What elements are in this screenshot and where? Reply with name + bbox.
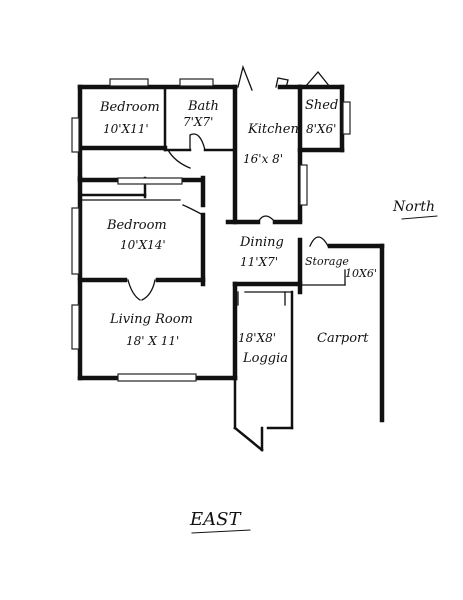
carport-name: Carport — [317, 331, 369, 346]
outer-walls — [77, 84, 385, 423]
dining-name: Dining — [239, 235, 284, 250]
bedroom2-name: Bedroom — [106, 218, 167, 233]
kitchen-size: 16'x 8' — [243, 152, 283, 166]
shed-name: Shed — [305, 98, 338, 113]
bath-name: Bath — [187, 99, 219, 114]
bedroom2-size: 10'X14' — [120, 238, 166, 252]
living-name: Living Room — [109, 312, 193, 327]
dining-size: 11'X7' — [240, 255, 278, 269]
bedroom1-size: 10'X11' — [103, 122, 149, 136]
loggia-name: Loggia — [242, 351, 288, 366]
compass-labels: North EAST — [189, 199, 438, 534]
loggia-size: 18'X8' — [238, 331, 276, 345]
east-label: EAST — [189, 509, 242, 530]
shed-size: 8'X6' — [306, 122, 336, 136]
bedroom1-name: Bedroom — [99, 100, 160, 115]
windows — [71, 78, 351, 382]
interior-walls — [77, 85, 346, 452]
kitchen-name: Kitchen — [247, 122, 299, 137]
door-swings — [127, 64, 331, 306]
storage-size: 10X6' — [345, 267, 377, 280]
bath-size: 7'X7' — [183, 115, 213, 129]
living-size: 18' X 11' — [126, 334, 179, 348]
north-label: North — [392, 199, 435, 215]
room-labels: Bedroom 10'X11' Bath 7'X7' Kitchen 16'x … — [99, 98, 377, 366]
storage-name: Storage — [305, 255, 349, 268]
